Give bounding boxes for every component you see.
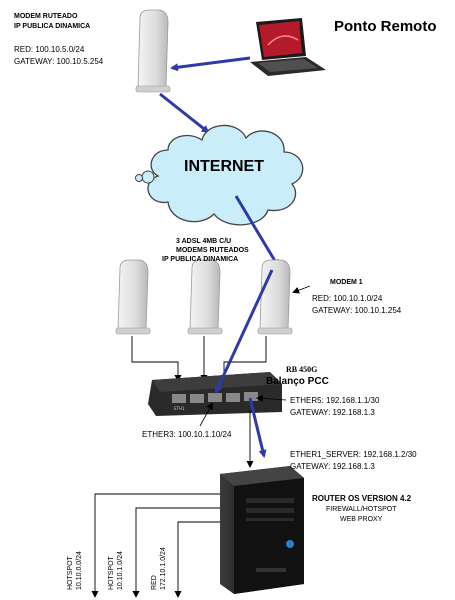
rb450g-router-icon: ETH1: [148, 372, 282, 416]
server-ether1: ETHER1_SERVER: 192.168.1.2/30: [290, 450, 417, 459]
modem1-pointer: [292, 285, 311, 294]
router-to-server-arrow: [248, 397, 267, 458]
modem1-gateway: GATEWAY: 100.10.1.254: [312, 306, 402, 315]
internet-to-modem1-arrow: [234, 195, 280, 268]
rb450g-subtitle: Balanço PCC: [266, 376, 329, 387]
server-title: ROUTER OS VERSION 4.2: [312, 494, 412, 503]
remote-modem-red: RED: 100.10.5.0/24: [14, 45, 85, 54]
modem1-to-router-arrow: [214, 269, 274, 394]
remote-modem-gateway: GATEWAY: 100.10.5.254: [14, 57, 104, 66]
remote-modem-icon: [135, 9, 171, 93]
ether5-pointer: [256, 394, 287, 402]
remote-link-arrow: [170, 56, 251, 72]
adsl-modem-icon: [115, 259, 151, 335]
adsl-group-line3: IP PUBLICA DINAMICA: [162, 256, 239, 263]
server-subtitle1: FIREWALL/HOTSPOT: [326, 506, 397, 513]
adsl-modem-icon: [187, 259, 223, 335]
rb450g-model: RB 450G: [286, 365, 318, 374]
remote-modem-subtitle: IP PUBLICA DINAMICA: [14, 23, 91, 30]
modem1-icon: [257, 259, 293, 335]
remote-to-internet-arrow: [159, 92, 210, 134]
ether3-ip: ETHER3: 100.10.1.10/24: [142, 430, 232, 439]
adsl-group-line1: 3 ADSL 4MB C/U: [176, 238, 232, 245]
modem-cables: [131, 336, 267, 382]
svg-text:ETH1: ETH1: [174, 406, 185, 411]
remote-modem-title: MODEM RUTEADO: [14, 13, 78, 20]
modem1-title: MODEM 1: [330, 279, 363, 286]
server-tower-icon: [220, 466, 304, 594]
remote-point-label: Ponto Remoto: [334, 18, 437, 35]
modem1-red: RED: 100.10.1.0/24: [312, 294, 383, 303]
ether5-gateway: GATEWAY: 192.168.1.3: [290, 408, 375, 417]
ether3-pointer: [199, 402, 213, 427]
ether5-ip: ETHER5: 192.168.1.1/30: [290, 396, 380, 405]
server-subtitle2: WEB PROXY: [340, 516, 383, 523]
laptop-icon: [250, 18, 326, 76]
internet-label: INTERNET: [184, 158, 264, 175]
server-output-cables: [91, 493, 220, 598]
internet-cloud: [135, 124, 304, 226]
server-gateway: GATEWAY: 192.168.1.3: [290, 462, 375, 471]
adsl-group-line2: MODEMS RUTEADOS: [176, 247, 249, 254]
